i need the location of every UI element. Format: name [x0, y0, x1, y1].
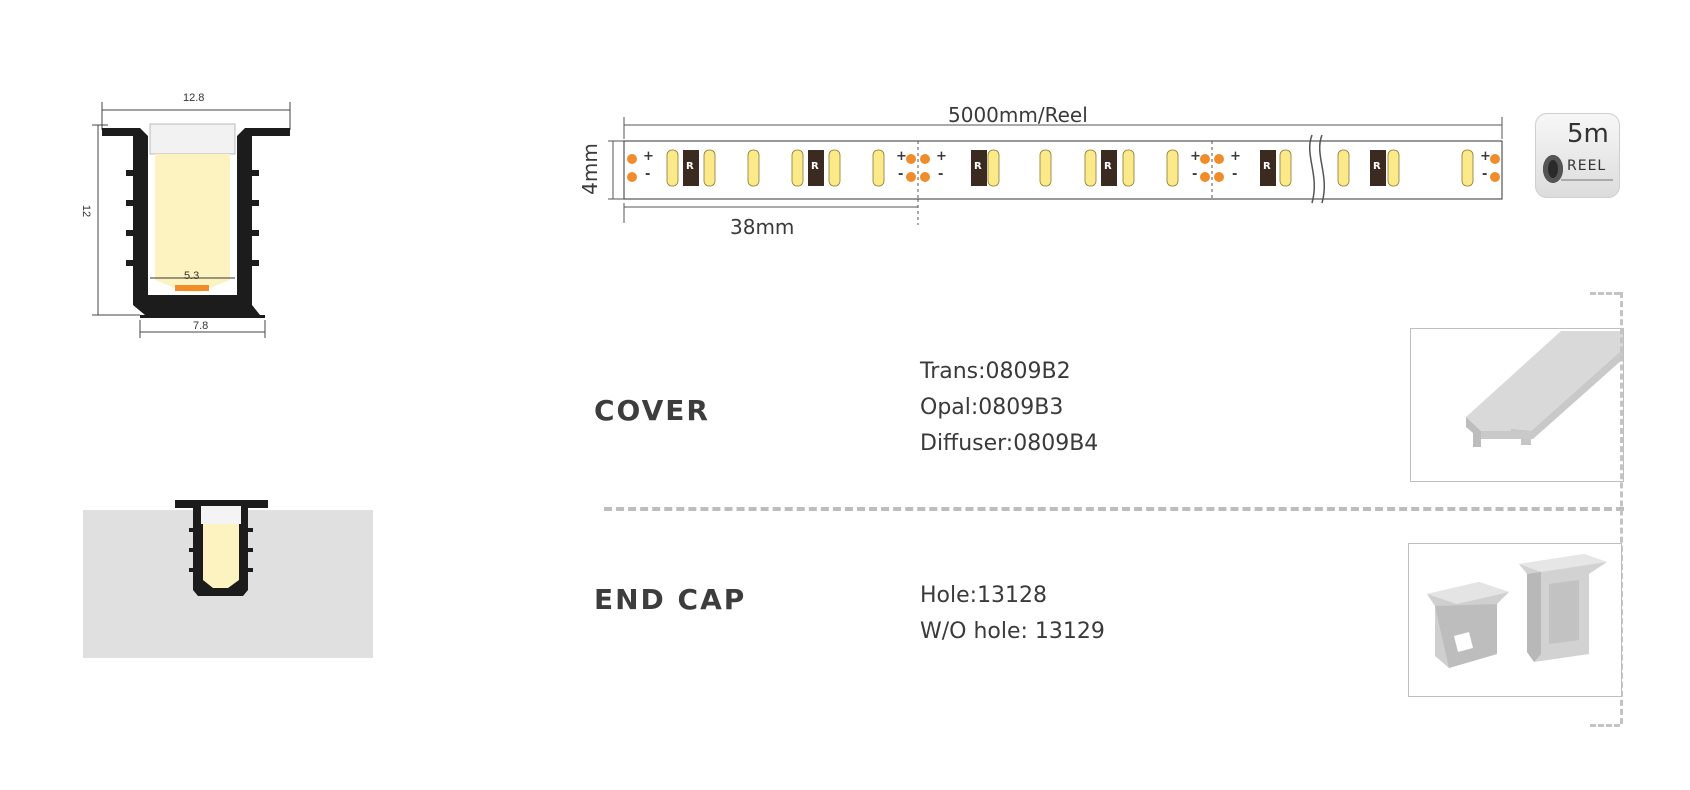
end-cap-options: Hole:13128 W/O hole: 13129 — [920, 578, 1105, 650]
strip-length-label: 5000mm/Reel — [948, 103, 1088, 127]
dim-inner-width: 5.3 — [184, 270, 200, 282]
led-strip-diagram: 5000mm/Reel 4mm 38mm R R R R R R + - + -… — [570, 95, 1510, 245]
reel-word: REEL — [1567, 158, 1607, 174]
dim-width-top: 12.8 — [183, 92, 205, 104]
pad-minus-sign: - — [938, 167, 944, 182]
resistor-mark: R — [686, 161, 694, 172]
end-cap-product-svg — [1427, 554, 1607, 668]
pad-plus-sign: + — [1190, 149, 1201, 164]
resistor-mark: R — [1263, 161, 1271, 172]
led-strip-svg — [608, 117, 1503, 225]
cover-product-image — [1410, 328, 1624, 482]
resistor-mark: R — [1104, 161, 1112, 172]
profile-cross-section-svg — [92, 102, 291, 338]
end-cap-option-hole: Hole:13128 — [920, 583, 1048, 608]
cover-options: Trans:0809B2 Opal:0809B3 Diffuser:0809B4 — [920, 354, 1098, 462]
cover-option-diffuser: Diffuser:0809B4 — [920, 431, 1099, 456]
pad-minus-sign: - — [1232, 167, 1238, 182]
dim-height: 12 — [80, 204, 93, 218]
end-cap-product-image — [1408, 543, 1622, 697]
pad-minus-sign: - — [1482, 167, 1488, 182]
profile-cross-section: 12.8 12 5.3 7.8 — [80, 80, 300, 350]
guide-cap-top — [1590, 292, 1620, 295]
resistor-mark: R — [1373, 161, 1381, 172]
guide-cap-bottom — [1590, 724, 1620, 727]
reel-tape-line — [1561, 179, 1613, 181]
section-divider — [604, 507, 1624, 511]
recessed-installation-svg — [83, 500, 373, 658]
pad-plus-sign: + — [1480, 149, 1491, 164]
pad-plus-sign: + — [936, 149, 947, 164]
strip-cut-length-label: 38mm — [730, 215, 795, 239]
pad-minus-sign: - — [645, 167, 651, 182]
cover-option-opal: Opal:0809B3 — [920, 395, 1064, 420]
resistor-mark: R — [811, 161, 819, 172]
dim-width-bottom: 7.8 — [193, 320, 209, 332]
reel-badge: 5m REEL — [1535, 113, 1620, 198]
reel-icon — [1543, 155, 1563, 183]
cover-title: COVER — [594, 394, 710, 427]
cover-product-svg — [1466, 331, 1623, 447]
recessed-installation-view — [83, 498, 373, 658]
pad-plus-sign: + — [896, 149, 907, 164]
pad-minus-sign: - — [898, 167, 904, 182]
pad-minus-sign: - — [1192, 167, 1198, 182]
end-cap-title: END CAP — [594, 583, 747, 616]
resistor-mark: R — [974, 161, 982, 172]
strip-width-label: 4mm — [577, 143, 602, 195]
end-cap-option-no-hole: W/O hole: 13129 — [920, 619, 1105, 644]
pad-plus-sign: + — [1230, 149, 1241, 164]
reel-length: 5m — [1567, 119, 1609, 149]
vertical-dashed-guide — [1620, 292, 1623, 724]
cover-option-trans: Trans:0809B2 — [920, 359, 1071, 384]
pad-plus-sign: + — [643, 149, 654, 164]
